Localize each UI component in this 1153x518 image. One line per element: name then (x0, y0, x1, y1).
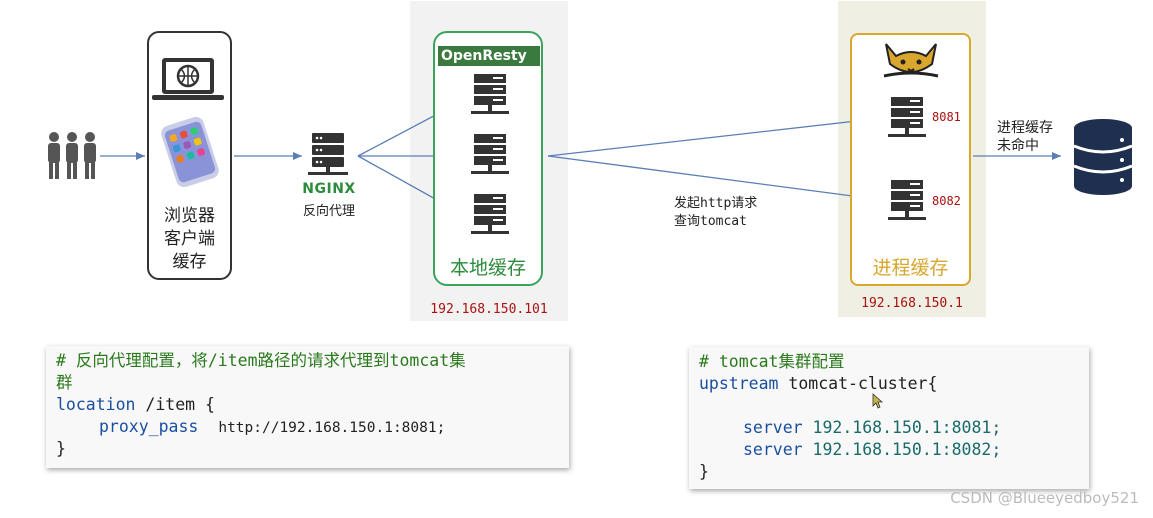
code-line: } (56, 439, 66, 458)
browser-label-line: 缓存 (172, 252, 207, 272)
nginx-server-icon (308, 133, 348, 175)
code-comment: 群 (56, 373, 73, 392)
cache-miss-line: 未命中 (997, 138, 1039, 154)
database-icon (1073, 119, 1133, 195)
cache-miss-line: 进程缓存 (997, 120, 1053, 136)
code-value: http://192.168.150.1:8081; (218, 420, 446, 436)
tomcat-box (850, 33, 971, 286)
browser-cache-label: 浏览器 客户端 缓存 (147, 205, 232, 274)
browser-label-line: 客户端 (164, 229, 215, 249)
server-icon (471, 134, 509, 174)
code-keyword: server (743, 418, 803, 437)
server-icon (888, 97, 926, 137)
code-keyword: proxy_pass (99, 417, 199, 436)
tomcat-ip: 192.168.150.1 (861, 296, 963, 311)
request-label-line: 发起http请求 (674, 196, 758, 211)
code-value: 192.168.150.1:8082; (802, 440, 1002, 459)
code-comment: # tomcat集群配置 (699, 352, 845, 371)
code-value: 192.168.150.1:8081; (802, 418, 1002, 437)
server-icon (888, 180, 926, 220)
cache-miss-label: 进程缓存 未命中 (997, 119, 1053, 155)
code-line: upstream tomcat-cluster{ (699, 373, 1089, 395)
server-icon (471, 194, 509, 234)
reverse-proxy-label: 反向代理 (302, 204, 355, 219)
code-keyword: location (56, 395, 136, 414)
port-8082-label: 8082 (932, 194, 961, 208)
code-keyword: server (743, 440, 803, 459)
laptop-icon (152, 58, 224, 100)
code-keyword: upstream (699, 374, 779, 393)
upstream-config-code: # tomcat集群配置 upstream tomcat-cluster{ se… (689, 347, 1089, 489)
code-comment: # 反向代理配置，将/item路径的请求代理到tomcat集 (56, 351, 466, 370)
openresty-logo: OpenResty (438, 46, 540, 66)
browser-label-line: 浏览器 (164, 206, 215, 226)
watermark: CSDN @Blueeyedboy521 (950, 489, 1139, 507)
tomcat-cat-icon (883, 43, 939, 78)
nginx-config-code: # 反向代理配置，将/item路径的请求代理到tomcat集 群 locatio… (46, 346, 569, 468)
openresty-ip: 192.168.150.101 (430, 302, 548, 317)
code-line: server 192.168.150.1:8081; (699, 417, 1089, 439)
code-line (699, 395, 1089, 417)
code-text: tomcat-cluster{ (778, 374, 938, 393)
code-text: /item { (135, 395, 215, 414)
arrow-openresty-to-8081 (547, 115, 884, 157)
request-label-line: 查询tomcat (674, 214, 747, 229)
mobile-phone-icon (161, 116, 219, 188)
port-8081-label: 8081 (932, 110, 961, 124)
code-line: server 192.168.150.1:8082; (699, 439, 1089, 461)
mouse-cursor-icon (872, 393, 884, 409)
server-icon (471, 74, 509, 114)
arrow-openresty-to-8082 (547, 155, 884, 203)
code-line: } (699, 462, 709, 481)
process-cache-label: 进程缓存 (872, 257, 949, 279)
request-label: 发起http请求 查询tomcat (674, 195, 757, 231)
code-line: location /item { (56, 394, 569, 416)
nginx-logo: NGINX (302, 181, 356, 197)
local-cache-label: 本地缓存 (449, 257, 526, 279)
code-line: proxy_pass http://192.168.150.1:8081; (56, 416, 569, 438)
users-icon (48, 132, 96, 179)
